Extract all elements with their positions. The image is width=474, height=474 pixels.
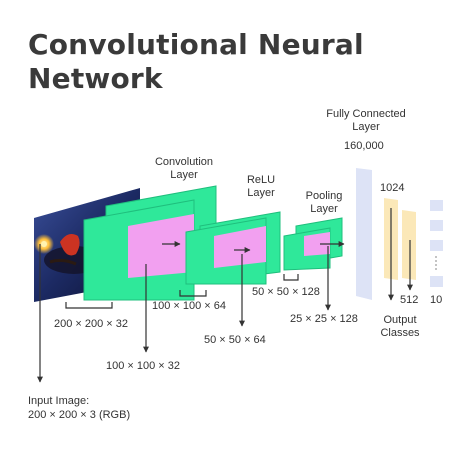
label-convolution-layer-line2: Layer (170, 169, 198, 181)
label-input-image: Input Image: 200 × 200 × 3 (RGB) (28, 394, 130, 422)
label-input-image-line1: Input Image: (28, 395, 90, 407)
relu-kernel (214, 226, 266, 268)
label-output-classes: Output Classes (374, 314, 426, 340)
label-output-classes-line2: Classes (380, 327, 420, 339)
label-conv-input-dims: 200 × 200 × 32 (54, 318, 129, 330)
label-dense-1024: 1024 (380, 182, 405, 194)
bracket-conv (65, 302, 113, 309)
label-output-count: 10 (430, 294, 443, 306)
label-relu-input-dims: 100 × 100 × 64 (152, 300, 227, 312)
label-pooling-layer-line2: Layer (310, 203, 338, 215)
label-fully-connected-layer: Fully Connected Layer (318, 108, 414, 134)
relu-layer-block (185, 211, 281, 285)
label-relu-layer-line1: ReLU (246, 174, 276, 186)
label-pool-kernel-dims: 25 × 25 × 128 (290, 313, 358, 325)
label-output-classes-line1: Output (383, 314, 417, 326)
label-convolution-layer-line1: Convolution (154, 156, 214, 168)
label-input-image-line2: 200 × 200 × 3 (RGB) (28, 409, 131, 421)
label-fc-size: 160,000 (344, 140, 384, 152)
diagram-title-line1: Convolutional Neural (28, 28, 364, 61)
label-relu-layer: ReLU Layer (238, 174, 284, 200)
label-fully-connected-layer-line1: Fully Connected (326, 108, 406, 120)
label-pool-input-dims: 50 × 50 × 128 (252, 286, 320, 298)
label-convolution-layer: Convolution Layer (152, 156, 216, 182)
conv-kernel (128, 214, 194, 278)
output-node (430, 220, 443, 231)
pooling-layer-block (283, 217, 343, 271)
bracket-pool (283, 274, 299, 281)
label-pooling-layer: Pooling Layer (300, 190, 348, 216)
label-conv-kernel-dims: 100 × 100 × 32 (106, 360, 181, 372)
label-fully-connected-layer-line2: Layer (352, 121, 380, 133)
output-node (430, 240, 443, 251)
output-node (430, 200, 443, 211)
pool-kernel (304, 232, 330, 256)
diagram-title-line2: Network (28, 62, 163, 95)
output-node (430, 276, 443, 287)
label-relu-kernel-dims: 50 × 50 × 64 (204, 334, 266, 346)
bracket-relu (179, 290, 207, 297)
fc-layer-bar (356, 168, 372, 300)
output-nodes (430, 200, 443, 287)
label-relu-layer-line2: Layer (247, 187, 275, 199)
dense-bar-512 (402, 210, 416, 280)
label-dense-512: 512 (400, 294, 419, 306)
label-pooling-layer-line1: Pooling (305, 190, 343, 202)
